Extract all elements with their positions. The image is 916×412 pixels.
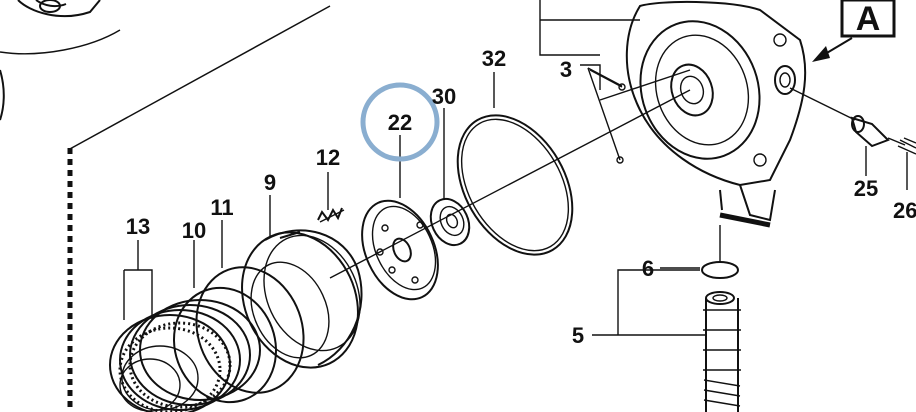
leader-lines (123, 0, 908, 336)
part-26-bleeder (887, 137, 916, 155)
callout-9: 9 (264, 170, 276, 195)
callout-labels: 3 32 30 22 12 9 11 10 13 25 26 6 5 (126, 46, 916, 348)
motor-housing (625, 0, 807, 228)
part-22-valve-plate (361, 199, 439, 301)
part-11-ring (195, 266, 305, 394)
dowel-pins (587, 67, 626, 164)
callout-25: 25 (854, 176, 878, 201)
callout-26: 26 (893, 198, 916, 223)
callout-10: 10 (182, 218, 206, 243)
part-6-o-ring (701, 261, 739, 279)
callout-5: 5 (572, 323, 584, 348)
callout-11: 11 (210, 195, 233, 220)
callout-3: 3 (560, 57, 572, 82)
part-32-o-ring (456, 114, 574, 256)
callout-22: 22 (388, 110, 412, 135)
callout-30: 30 (432, 84, 456, 109)
callout-6: 6 (642, 256, 654, 281)
callout-13: 13 (126, 214, 150, 239)
callout-12: 12 (316, 145, 340, 170)
part-12-spring (317, 207, 345, 223)
part-13-clutch-pack (109, 299, 261, 412)
callout-32: 32 (482, 46, 506, 71)
assembly-axis-2 (599, 69, 691, 101)
top-left-part (0, 0, 121, 121)
part-5-shaft (703, 225, 741, 412)
part-30-bearing (429, 197, 471, 247)
part-25-plug (789, 87, 890, 148)
highlight-circle (360, 82, 440, 162)
assembly-axis (329, 89, 691, 279)
part-9-piston (241, 229, 363, 369)
frame-boundary (67, 5, 331, 412)
view-label-text: A (856, 0, 881, 38)
view-label-a: A (840, 0, 896, 38)
